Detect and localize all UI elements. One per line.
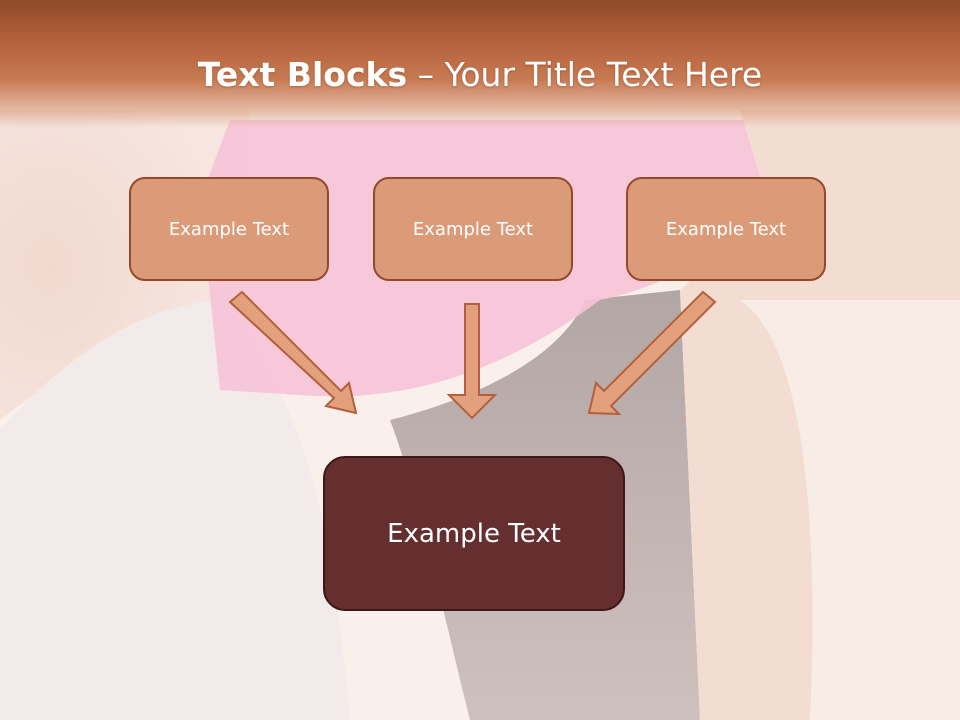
text-block-1: Example Text xyxy=(129,177,329,281)
text-block-1-label: Example Text xyxy=(168,218,290,240)
title-bold-part: Text Blocks xyxy=(197,55,408,94)
title-bar xyxy=(0,0,960,128)
arrow-right-icon xyxy=(587,290,717,416)
main-text-block: Example Text xyxy=(323,456,625,611)
arrow-left-icon xyxy=(228,290,358,415)
text-block-3: Example Text xyxy=(626,177,826,281)
arrow-center-icon xyxy=(446,303,498,420)
text-block-3-label: Example Text xyxy=(665,218,787,240)
title-dash: – xyxy=(407,55,445,94)
page-title: Text Blocks – Your Title Text Here xyxy=(0,52,960,98)
text-block-2: Example Text xyxy=(373,177,573,281)
text-block-2-label: Example Text xyxy=(412,218,534,240)
main-text-block-label: Example Text xyxy=(387,518,561,549)
title-rest-part: Your Title Text Here xyxy=(444,55,763,94)
